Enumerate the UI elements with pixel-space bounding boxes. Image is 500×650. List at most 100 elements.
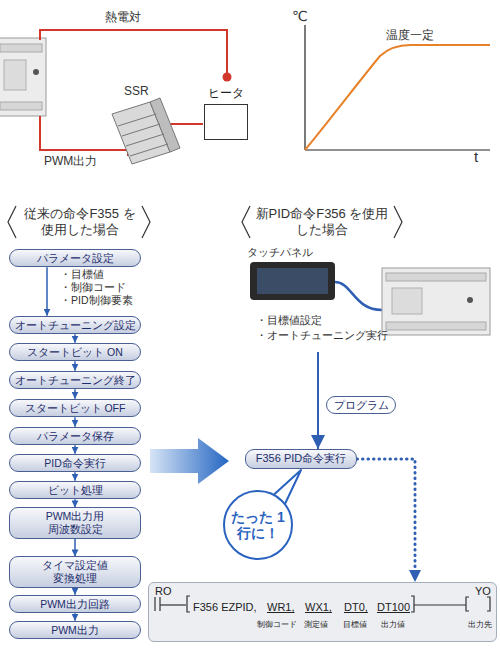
plc-unit-left: [0, 38, 46, 116]
node-text: スタートビット ON: [27, 346, 123, 359]
ssr-device: [118, 114, 156, 126]
ladder-rung: [154, 597, 155, 611]
bullet-note: ・オートチューニング実行: [256, 329, 388, 342]
ladder-text: WR1,: [267, 601, 295, 614]
ladder-rung: [187, 596, 190, 612]
flow-arrow: [74, 334, 76, 342]
flow-arrow: [74, 613, 76, 620]
ladder-text: 出力値: [381, 620, 405, 630]
program-flow-line: [317, 352, 319, 449]
node-text: PWM出力回路: [40, 598, 110, 611]
section-heading: 従来の命令F355 を使用した場合: [20, 206, 140, 237]
ladder-rung: [466, 597, 469, 611]
ladder-text: 出力先: [468, 620, 492, 630]
heading-bracket: [142, 206, 150, 238]
plc-unit-left: [0, 102, 42, 110]
process-box: PWM出力用 周波数設定: [9, 507, 141, 538]
cable: [335, 282, 382, 310]
temperature-graph: [305, 149, 490, 150]
touch-panel: [250, 262, 335, 300]
ladder-rung: [159, 597, 160, 611]
callout-bubble: たった 1行に！: [223, 490, 293, 560]
section-heading: 新PID命令F356 を使用した場合: [252, 206, 392, 237]
heater-box: ヒータ: [197, 86, 255, 140]
plc-unit-left: [0, 44, 42, 52]
signal-label: PWM出力: [44, 154, 97, 168]
node-text: PWM出力: [51, 624, 99, 637]
flow-arrow: [74, 361, 76, 370]
heading-bracket: [242, 206, 250, 238]
ladder-text: F356 EZPID,: [193, 601, 257, 614]
plc-unit-right: [392, 288, 422, 314]
program-tag: プログラム: [326, 396, 396, 415]
flow-arrow: [74, 417, 76, 426]
process-box: PWM出力回路: [9, 595, 141, 614]
flow-arrow: [74, 472, 76, 480]
node-text: スタートビット OFF: [25, 402, 126, 415]
ladder-rung: [414, 604, 466, 605]
heading-bracket: [8, 206, 402, 238]
heading-bracket: [394, 206, 402, 238]
ssr-device: [112, 98, 180, 164]
flow-arrow: [46, 267, 48, 315]
flow-arrow: [74, 588, 76, 595]
transition-arrow: [150, 438, 229, 484]
process-box: F356 PID命令実行: [245, 449, 357, 468]
process-box: パラメータ設定: [9, 249, 141, 268]
ladder-text: DT100: [377, 601, 410, 614]
temperature-graph: [304, 25, 305, 150]
temperature-graph: [305, 25, 490, 150]
temperature-graph: [305, 45, 490, 150]
plc-unit-right: [386, 322, 486, 330]
ladder-panel: ROF356 EZPID,WR1,WX1,DT0,DT100YO制御コード測定値…: [148, 582, 497, 642]
node-text: オートチューニング終了: [15, 374, 136, 387]
touch-panel: [257, 268, 328, 294]
heading-bracket: [8, 206, 16, 238]
thermocouple-tip: [223, 73, 232, 82]
flow-arrow: [74, 389, 76, 398]
bullet-note: ・PID制御要素: [60, 294, 133, 307]
heater-block: [204, 104, 248, 140]
ladder-text: 測定値: [304, 620, 328, 630]
ladder-rung: [487, 597, 490, 611]
process-box: オートチューニング終了: [9, 371, 141, 390]
wire: [40, 30, 227, 77]
part-label: SSR: [124, 84, 149, 98]
ladder-rung: [160, 604, 186, 605]
ssr-device: [130, 144, 168, 156]
process-box: スタートビット ON: [9, 343, 141, 362]
process-box: タイマ設定値 変換処理: [9, 556, 141, 587]
bullet-note: ・制御コード: [60, 281, 126, 294]
flow-arrow: [74, 499, 76, 507]
plc-unit-left: [0, 38, 46, 116]
plc-unit-right: [382, 268, 490, 335]
ladder-rung: [411, 596, 414, 612]
dotted-connector: [357, 459, 415, 582]
node-text: PID命令実行: [44, 457, 106, 470]
process-box: パラメータ保存: [9, 427, 141, 446]
process-box: スタートビット OFF: [9, 399, 141, 418]
bullet-note: ・目標値設定: [256, 314, 322, 327]
ssr-device: [122, 124, 160, 136]
axis-label: ℃: [292, 8, 308, 25]
part-label: タッチパネル: [247, 246, 313, 259]
node-text: パラメータ設定: [37, 252, 114, 265]
node-text: プログラム: [334, 399, 389, 412]
node-text: ヒータ: [197, 86, 255, 100]
ladder-text: 制御コード: [257, 620, 297, 630]
node-text: たった 1行に！: [230, 509, 286, 541]
plc-unit-right: [386, 273, 486, 281]
node-text: パラメータ保存: [37, 430, 114, 443]
process-box: ビット処理: [9, 481, 141, 500]
bullet-note: ・目標値: [60, 268, 104, 281]
ssr-device: [150, 98, 180, 152]
touch-panel: [250, 262, 335, 300]
node-text: F356 PID命令実行: [256, 452, 346, 465]
process-box: PID命令実行: [9, 454, 141, 473]
curve-label: 温度一定: [386, 28, 434, 42]
ladder-text: 目標値: [343, 620, 367, 630]
flow-arrow: [74, 445, 76, 453]
ladder-panel-ground: [148, 582, 497, 642]
plc-unit-left: [33, 69, 39, 75]
